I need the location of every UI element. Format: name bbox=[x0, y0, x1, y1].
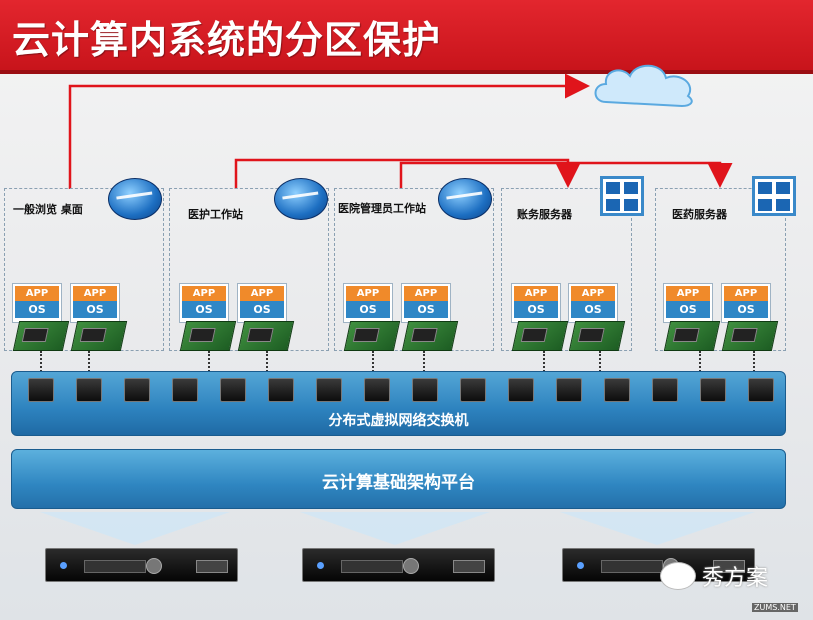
app-label: APP bbox=[404, 286, 448, 301]
app-label: APP bbox=[571, 286, 615, 301]
platform-label: 云计算基础架构平台 bbox=[322, 473, 475, 493]
port-line bbox=[372, 351, 374, 379]
switch-port bbox=[220, 378, 246, 402]
os-label: OS bbox=[346, 301, 390, 318]
app-label: APP bbox=[73, 286, 117, 301]
group-finance-server bbox=[501, 188, 632, 351]
group-label: 账务服务器 bbox=[517, 208, 572, 221]
app-label: APP bbox=[240, 286, 284, 301]
group-label: 医药服务器 bbox=[672, 208, 727, 221]
port-line bbox=[88, 351, 90, 379]
port-line bbox=[599, 351, 601, 379]
server-grid-icon bbox=[752, 176, 796, 216]
nic-card bbox=[401, 321, 459, 351]
os-label: OS bbox=[514, 301, 558, 318]
watermark-text: 秀方案 bbox=[702, 566, 769, 591]
router-icon bbox=[274, 178, 328, 220]
os-label: OS bbox=[15, 301, 59, 318]
cloud-icon bbox=[592, 58, 700, 108]
os-label: OS bbox=[571, 301, 615, 318]
app-label: APP bbox=[346, 286, 390, 301]
switch-port bbox=[316, 378, 342, 402]
page-title: 云计算内系统的分区保护 bbox=[12, 18, 442, 62]
switch-label: 分布式虚拟网络交换机 bbox=[328, 413, 469, 429]
switch-port bbox=[460, 378, 486, 402]
os-label: OS bbox=[724, 301, 768, 318]
switch-port bbox=[604, 378, 630, 402]
switch-port bbox=[172, 378, 198, 402]
os-label: OS bbox=[666, 301, 710, 318]
nic-card bbox=[179, 321, 237, 351]
platform-bar bbox=[11, 449, 786, 509]
bottom-wedges bbox=[40, 512, 755, 545]
switch-port bbox=[700, 378, 726, 402]
port-line bbox=[699, 351, 701, 379]
os-label: OS bbox=[73, 301, 117, 318]
switch-port bbox=[652, 378, 678, 402]
switch-port bbox=[748, 378, 774, 402]
physical-server bbox=[302, 548, 495, 582]
server-grid-icon bbox=[600, 176, 644, 216]
nic-card bbox=[568, 321, 626, 351]
port-line bbox=[266, 351, 268, 379]
router-icon bbox=[108, 178, 162, 220]
title-bar: 云计算内系统的分区保护 bbox=[0, 0, 813, 74]
switch-port bbox=[412, 378, 438, 402]
nic-card bbox=[511, 321, 569, 351]
app-label: APP bbox=[724, 286, 768, 301]
os-label: OS bbox=[240, 301, 284, 318]
nic-card bbox=[237, 321, 295, 351]
group-label: 医院管理员工作站 bbox=[338, 202, 426, 215]
switch-port bbox=[364, 378, 390, 402]
os-label: OS bbox=[404, 301, 448, 318]
port-line bbox=[208, 351, 210, 379]
port-line bbox=[423, 351, 425, 379]
switch-port bbox=[76, 378, 102, 402]
port-line bbox=[543, 351, 545, 379]
link-admin-to-pharmacy bbox=[399, 161, 733, 189]
nic-card bbox=[70, 321, 128, 351]
switch-port bbox=[508, 378, 534, 402]
port-line bbox=[753, 351, 755, 379]
port-line bbox=[40, 351, 42, 379]
site-mark: ZUMS.NET bbox=[752, 603, 798, 612]
link-nurse-to-finance bbox=[234, 158, 581, 189]
app-label: APP bbox=[514, 286, 558, 301]
nic-card bbox=[12, 321, 70, 351]
os-label: OS bbox=[182, 301, 226, 318]
switch-port bbox=[124, 378, 150, 402]
switch-port bbox=[556, 378, 582, 402]
wechat-icon bbox=[660, 562, 696, 590]
app-label: APP bbox=[15, 286, 59, 301]
nic-card bbox=[343, 321, 401, 351]
group-pharmacy-server bbox=[655, 188, 786, 351]
group-label: 一般浏览 桌面 bbox=[13, 203, 83, 216]
switch-port bbox=[268, 378, 294, 402]
group-label: 医护工作站 bbox=[188, 208, 243, 221]
app-label: APP bbox=[666, 286, 710, 301]
app-label: APP bbox=[182, 286, 226, 301]
router-icon bbox=[438, 178, 492, 220]
nic-card bbox=[721, 321, 779, 351]
physical-server bbox=[45, 548, 238, 582]
switch-port bbox=[28, 378, 54, 402]
link-to-cloud bbox=[68, 73, 590, 189]
nic-card bbox=[663, 321, 721, 351]
